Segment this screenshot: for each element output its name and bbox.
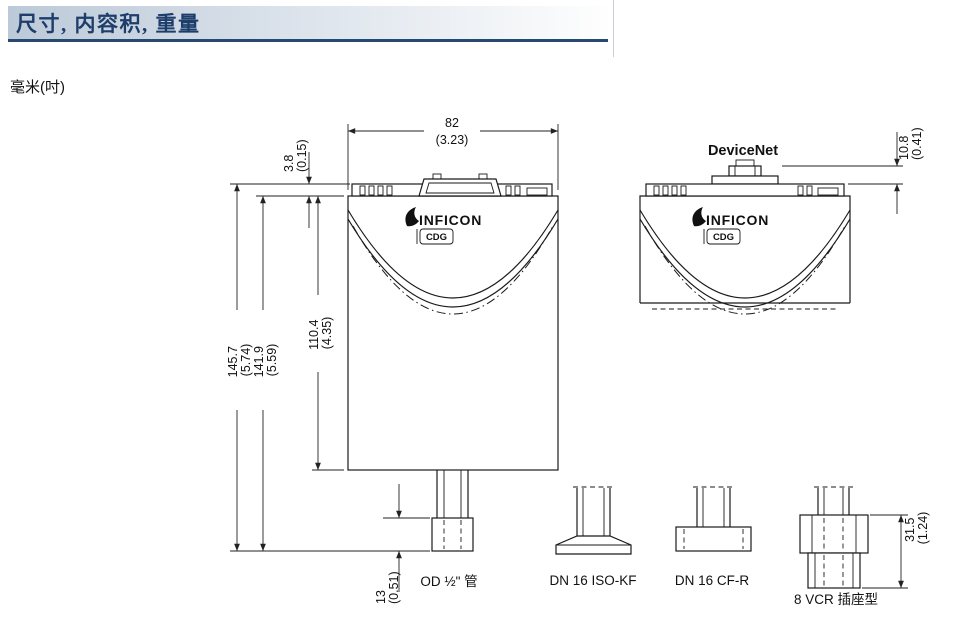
dim-stub-mm: 13 [374,590,388,604]
fitting-isokf [555,486,632,555]
dim-strip-in: (0.15) [295,139,309,172]
dim-total1-in: (5.74) [239,344,253,377]
dim-width-in: (3.23) [436,133,469,147]
page-title: 尺寸, 内容积, 重量 [16,11,201,36]
dim-width-mm: 82 [445,116,459,130]
inficon-logo-mark [405,207,419,227]
inficon-logo-mark [692,207,706,227]
header-divider [613,0,614,57]
dim-total2: 141.9 (5.59) [252,343,279,378]
fitting-vcr [799,486,869,589]
devicenet-label: DeviceNet [708,143,778,159]
dim-vcr-in: (1.24) [916,512,930,545]
devicenet-front-arcs [639,209,851,315]
front-panel-arcs [347,209,559,315]
dim-stub: 13 (0.51) [374,571,401,604]
devicenet-connector [711,159,779,185]
fitting-labels: OD ½" 管 DN 16 ISO-KF DN 16 CF-R 8 VCR 插座… [420,573,878,607]
main-gauge-drawing: INFICON CDG [347,173,559,552]
dim-conn: 10.8 (0.41) [897,127,924,160]
section-header: 尺寸, 内容积, 重量 [8,6,608,42]
dim-total1-mm: 145.7 [226,346,240,377]
dim-stub-in: (0.51) [387,571,401,604]
devicenet-pins [653,185,839,196]
top-strip-pins [359,185,548,196]
dimension-annotations: 82 (3.23) 3.8 (0.15) 145.7 (5.74) 141.9 … [226,116,930,604]
dim-body-mm: 110.4 [307,320,321,350]
logo-model-text: CDG [426,232,447,243]
devicenet-top-strip [645,183,845,197]
devicenet-gauge-drawing: DeviceNet IN [639,143,851,315]
label-od-tube: OD ½" 管 [420,574,477,589]
inficon-logo: INFICON CDG [405,207,482,245]
label-cfr: DN 16 CF-R [675,573,750,588]
dim-strip: 3.8 (0.15) [282,139,309,172]
inficon-logo-text: INFICON [706,212,769,228]
dim-conn-in: (0.41) [910,127,924,160]
label-vcr: 8 VCR 插座型 [794,592,878,607]
dimension-lines [234,128,904,592]
dim-conn-mm: 10.8 [897,136,911,160]
fitting-cfr [675,486,752,552]
inficon-logo-devicenet: INFICON CDG [692,207,769,245]
logo-model-text: CDG [713,232,734,243]
dim-total1: 145.7 (5.74) [226,343,253,378]
dim-vcr: 31.5 (1.24) [903,512,930,545]
dim-body-in: (4.35) [320,317,334,350]
bottom-tube [431,470,474,552]
inficon-logo-text: INFICON [419,212,482,228]
dim-total2-mm: 141.9 [252,346,266,377]
dim-total2-in: (5.59) [265,344,279,377]
label-isokf: DN 16 ISO-KF [549,573,636,588]
dsub-connector [418,173,502,197]
units-label: 毫米(吋) [10,79,65,96]
dim-strip-mm: 3.8 [282,155,296,172]
dim-vcr-mm: 31.5 [903,518,917,542]
dim-body: 110.4 (4.35) [307,316,334,350]
